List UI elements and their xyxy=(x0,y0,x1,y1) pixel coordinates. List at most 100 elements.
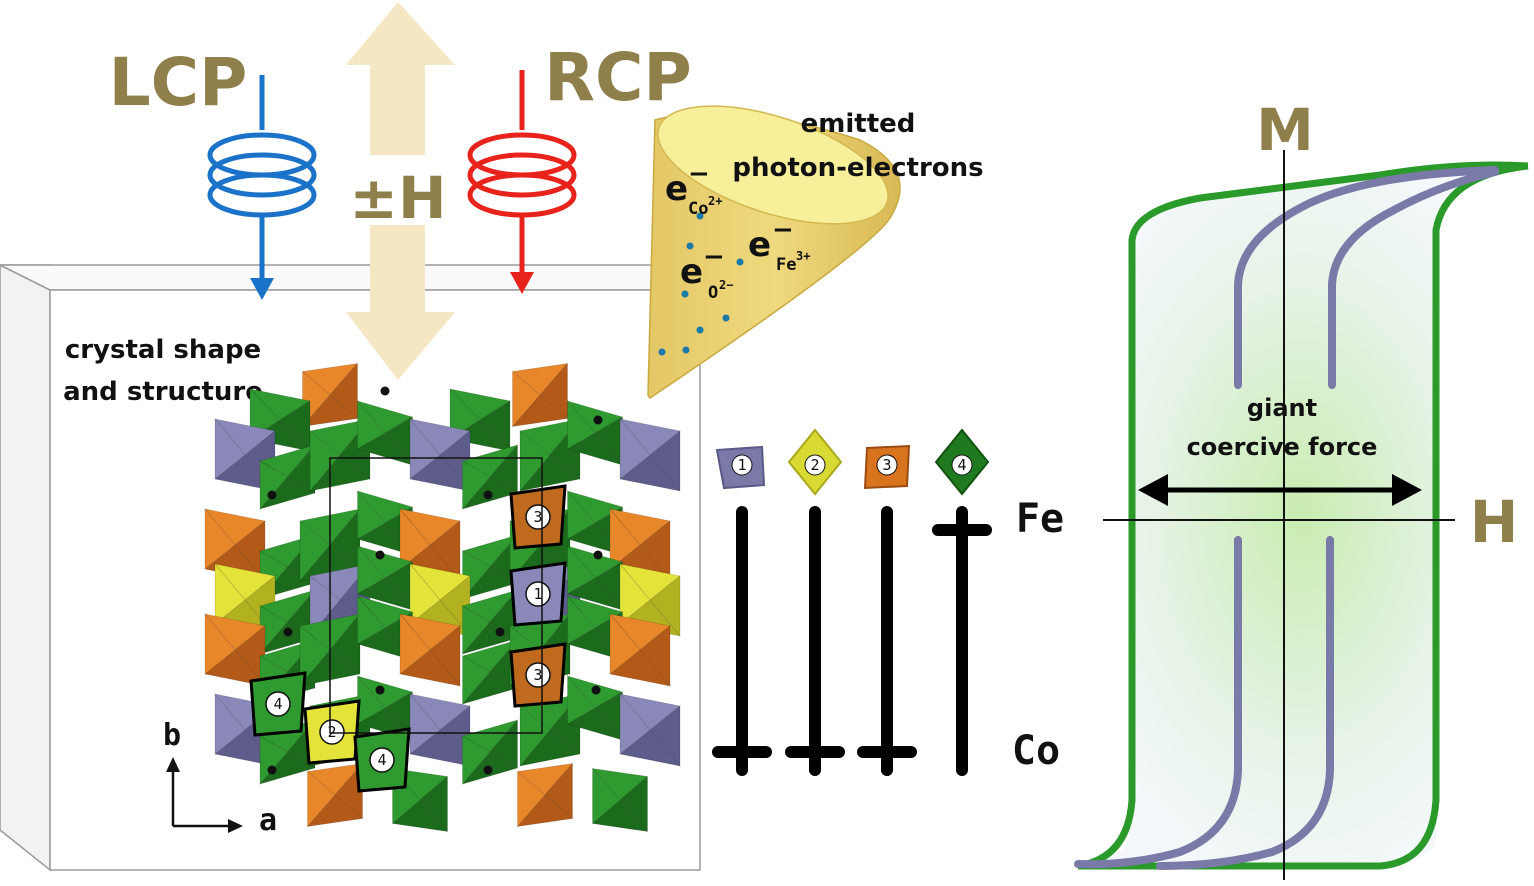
site-marker-number: 3 xyxy=(533,666,542,684)
inner-loop-upper-right xyxy=(1328,168,1499,389)
svg-text:2−: 2− xyxy=(719,278,733,292)
site-marker: 2 xyxy=(303,699,361,765)
polyhedron xyxy=(517,770,546,828)
polyhedron xyxy=(399,507,431,570)
axis-a-arrow-icon xyxy=(228,819,243,833)
legend-site-1: 1 xyxy=(712,445,772,776)
axis-b-arrow-icon xyxy=(166,757,180,772)
coercive-arrow-left-icon xyxy=(1138,474,1168,506)
polyhedron xyxy=(307,770,336,828)
axis-a-label: a xyxy=(259,803,277,838)
cone-label-line2: photon-electrons xyxy=(732,153,983,183)
svg-text:Co: Co xyxy=(688,199,708,219)
lcp-label: LCP xyxy=(109,44,248,121)
polyhedron xyxy=(609,612,641,675)
polyhedron xyxy=(399,612,431,675)
fe-label: Fe xyxy=(1016,496,1064,542)
emission-cone xyxy=(647,105,901,400)
field-arrow-down xyxy=(346,225,455,380)
co-site-dot xyxy=(483,490,493,500)
svg-text:e: e xyxy=(748,225,771,265)
coercive-label-line2: coercive force xyxy=(1187,433,1378,461)
rcp-label: RCP xyxy=(544,39,692,116)
hysteresis-loop xyxy=(1074,150,1529,880)
legend-site-number: 3 xyxy=(882,456,891,474)
polyhedron xyxy=(619,692,651,755)
sites-legend: 1 2 3 4 xyxy=(712,428,992,776)
polyhedron xyxy=(609,507,641,570)
co-site-dot xyxy=(267,765,277,775)
electron-dots xyxy=(658,212,744,356)
co-site-dot xyxy=(593,550,603,560)
polyhedron xyxy=(567,489,596,540)
crystal-axes: b a xyxy=(163,718,277,838)
polyhedron xyxy=(519,430,551,493)
electron-co: e − Co 2+ xyxy=(665,159,722,219)
svg-text:Fe: Fe xyxy=(776,255,796,275)
field-arrow-up xyxy=(346,2,455,155)
co-site-dot xyxy=(375,550,385,560)
unit-cell xyxy=(329,457,543,734)
legend-site-4: 4 xyxy=(932,428,992,776)
coercive-label-line1: giant xyxy=(1247,394,1317,422)
site-marker-number: 3 xyxy=(533,508,542,526)
site-marker-number: 4 xyxy=(377,751,386,769)
svg-text:−: − xyxy=(688,159,710,189)
svg-text:−: − xyxy=(703,242,725,272)
polyhedron xyxy=(567,594,596,645)
lcp-beam xyxy=(207,75,317,300)
electron-o: e − O 2− xyxy=(680,242,733,303)
polyhedron xyxy=(619,417,651,480)
field-label: ±H xyxy=(349,164,446,232)
polyhedron xyxy=(409,562,441,625)
rcp-arrowhead-icon xyxy=(510,272,534,294)
polyhedron xyxy=(567,399,596,450)
polyhedron xyxy=(462,460,491,511)
loop-fill xyxy=(1075,164,1528,866)
polyhedron xyxy=(462,605,491,656)
polyhedron xyxy=(567,674,596,725)
co-label: Co xyxy=(1012,728,1060,774)
polyhedron xyxy=(299,520,331,583)
co-site-dot xyxy=(495,627,505,637)
polyhedron xyxy=(449,388,481,440)
co-site-dot xyxy=(591,685,601,695)
axis-b-label: b xyxy=(163,718,181,753)
polyhedron xyxy=(204,507,236,570)
inner-loop-lower-left xyxy=(1074,536,1242,869)
svg-text:e: e xyxy=(665,169,688,209)
polyhedron xyxy=(214,562,246,625)
legend-site-2: 2 xyxy=(785,428,845,776)
legend-site-number: 2 xyxy=(810,456,819,474)
polyhedron xyxy=(214,417,246,480)
site-marker: 3 xyxy=(509,642,567,708)
polyhedron xyxy=(512,370,541,428)
site-marker: 4 xyxy=(249,671,307,737)
co-site-dot xyxy=(267,490,277,500)
svg-text:3+: 3+ xyxy=(796,249,810,263)
h-axis-label: H xyxy=(1470,488,1519,556)
polyhedron xyxy=(462,735,491,786)
site-marker: 1 xyxy=(509,561,567,627)
polyhedron xyxy=(409,692,441,755)
co-site-dot xyxy=(375,685,385,695)
polyhedron xyxy=(309,575,341,638)
polyhedron xyxy=(409,417,441,480)
site-marker-number: 1 xyxy=(533,585,542,603)
polyhedron xyxy=(592,767,621,825)
crystal-box-side xyxy=(0,264,51,872)
electron-fe: e − Fe 3+ xyxy=(748,215,810,275)
lcp-arrowhead-icon xyxy=(250,278,274,300)
co-site-dot xyxy=(483,765,493,775)
polyhedron xyxy=(204,612,236,675)
m-axis-label: M xyxy=(1256,96,1314,164)
coercive-arrow-right-icon xyxy=(1392,474,1422,506)
crystal-label-line2: and structure xyxy=(63,377,263,407)
co-site-dot xyxy=(283,627,293,637)
co-site-dot xyxy=(593,415,603,425)
crystal-structure: 3 1 3 424 xyxy=(203,362,682,833)
polyhedron xyxy=(357,399,386,450)
inner-loop-upper-left xyxy=(1234,166,1499,389)
crystal-box-top xyxy=(0,264,703,291)
